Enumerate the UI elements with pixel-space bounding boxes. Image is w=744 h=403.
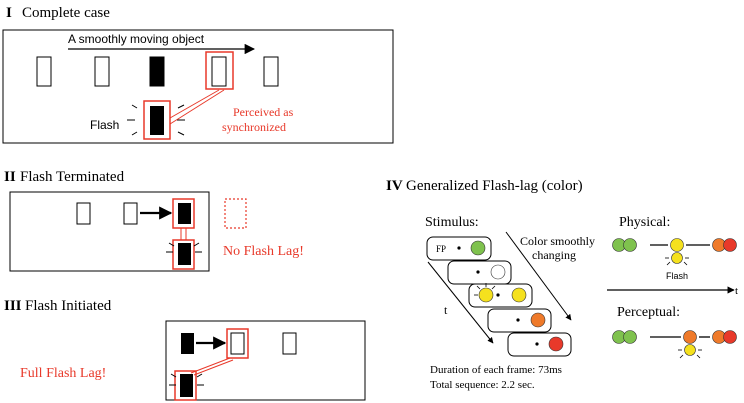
initiated-object-2 xyxy=(230,332,245,355)
duration-text: Duration of each frame: 73ms xyxy=(430,364,562,376)
perceived-connector-line-2 xyxy=(169,89,225,125)
panel2-title: Flash Terminated xyxy=(20,169,125,185)
perceptual-orange-current xyxy=(683,330,697,344)
fixation-point-1 xyxy=(457,246,461,250)
panel-generalized-flash-lag: IV Generalized Flash-lag (color) Stimulu… xyxy=(386,178,738,391)
disk-yellow-flash xyxy=(478,287,494,303)
perceptual-flash-disk xyxy=(684,344,696,356)
perceived-highlight-box xyxy=(205,51,234,90)
stimulus-flash-burst xyxy=(474,283,496,296)
time-axis-label: t xyxy=(735,285,738,297)
panel-flash-initiated: III Flash Initiated Full Flash Lag! xyxy=(4,298,366,401)
moving-object-frame-1 xyxy=(36,56,52,87)
panel4-roman: IV xyxy=(386,178,403,194)
color-change-line2: changing xyxy=(532,248,576,262)
panel3-frame xyxy=(165,320,366,401)
physical-flash-disk xyxy=(671,252,683,264)
initiated-flash-object xyxy=(180,374,193,397)
perceptual-green-2 xyxy=(623,330,637,344)
initiated-object-3 xyxy=(282,332,297,355)
perceived-text-line1: Perceived as xyxy=(233,105,294,119)
physical-flash-burst xyxy=(665,257,689,266)
motion-label: A smoothly moving object xyxy=(68,32,205,46)
panel1-frame xyxy=(2,29,394,144)
panel-complete-case: I Complete case A smoothly moving object… xyxy=(2,5,394,144)
initiated-burst-lines xyxy=(169,373,204,386)
physical-green-2 xyxy=(623,238,637,252)
panel-flash-terminated: II Flash Terminated No Flash Lag! xyxy=(4,169,304,272)
physical-sequence: Flash xyxy=(612,238,737,281)
terminated-object-2 xyxy=(123,202,138,225)
physical-flash-label: Flash xyxy=(666,271,688,281)
panel2-frame xyxy=(9,191,210,272)
no-flash-lag-text: No Flash Lag! xyxy=(223,244,304,259)
initiated-highlight-box xyxy=(226,328,249,359)
fp-label: FP xyxy=(436,244,446,254)
perceived-text-line2: synchronized xyxy=(222,120,286,134)
disk-green xyxy=(470,240,486,256)
time-label: t xyxy=(444,303,448,317)
flash-label: Flash xyxy=(90,118,119,132)
initiated-connector-1 xyxy=(190,357,231,374)
perceptual-label: Perceptual: xyxy=(617,305,680,320)
terminated-object-3-filled xyxy=(178,203,191,224)
disk-red xyxy=(548,336,564,352)
disk-blank xyxy=(490,264,506,280)
panel3-roman: III xyxy=(4,298,22,314)
panel2-roman: II xyxy=(4,169,16,185)
terminated-object-1 xyxy=(76,202,91,225)
fixation-point-5 xyxy=(535,342,539,346)
moving-object-frame-4 xyxy=(211,56,227,87)
moving-object-frame-2 xyxy=(94,56,110,87)
panel4-title: Generalized Flash-lag (color) xyxy=(406,178,583,194)
terminated-highlight-box xyxy=(172,198,195,229)
initiated-connector-2 xyxy=(193,359,234,376)
color-change-line1: Color smoothly xyxy=(520,234,595,248)
time-arrow xyxy=(427,261,494,344)
fixation-point-2 xyxy=(476,270,480,274)
flash-object xyxy=(150,106,164,135)
disk-yellow-current xyxy=(511,287,527,303)
perceptual-red xyxy=(723,330,737,344)
physical-label: Physical: xyxy=(619,215,670,230)
perceived-connector-line-1 xyxy=(169,89,220,119)
terminated-flash-box xyxy=(172,239,195,270)
moving-object-frame-5 xyxy=(263,56,279,87)
panel1-title: Complete case xyxy=(22,5,110,21)
flash-highlight-box xyxy=(143,100,171,140)
stimulus-label: Stimulus: xyxy=(425,215,479,230)
fixation-point-3 xyxy=(496,293,500,297)
panel3-title: Flash Initiated xyxy=(25,298,112,314)
disk-orange xyxy=(530,312,546,328)
terminated-missing-object-box xyxy=(224,198,247,229)
perceptual-sequence xyxy=(612,330,737,359)
panel1-roman: I xyxy=(6,5,12,21)
terminated-flash-object xyxy=(178,243,191,265)
initiated-object-1-filled xyxy=(181,333,194,354)
stimulus-frames: FP xyxy=(426,236,572,357)
flash-burst-lines xyxy=(127,104,185,136)
full-flash-lag-text: Full Flash Lag! xyxy=(20,366,106,381)
moving-object-frame-3-filled xyxy=(149,56,165,87)
color-change-arrow xyxy=(505,231,572,321)
physical-yellow xyxy=(670,238,684,252)
fixation-point-4 xyxy=(516,318,520,322)
total-sequence-text: Total sequence: 2.2 sec. xyxy=(430,379,535,391)
perceptual-flash-burst xyxy=(678,349,702,359)
physical-red xyxy=(723,238,737,252)
terminated-burst-lines xyxy=(166,242,202,253)
